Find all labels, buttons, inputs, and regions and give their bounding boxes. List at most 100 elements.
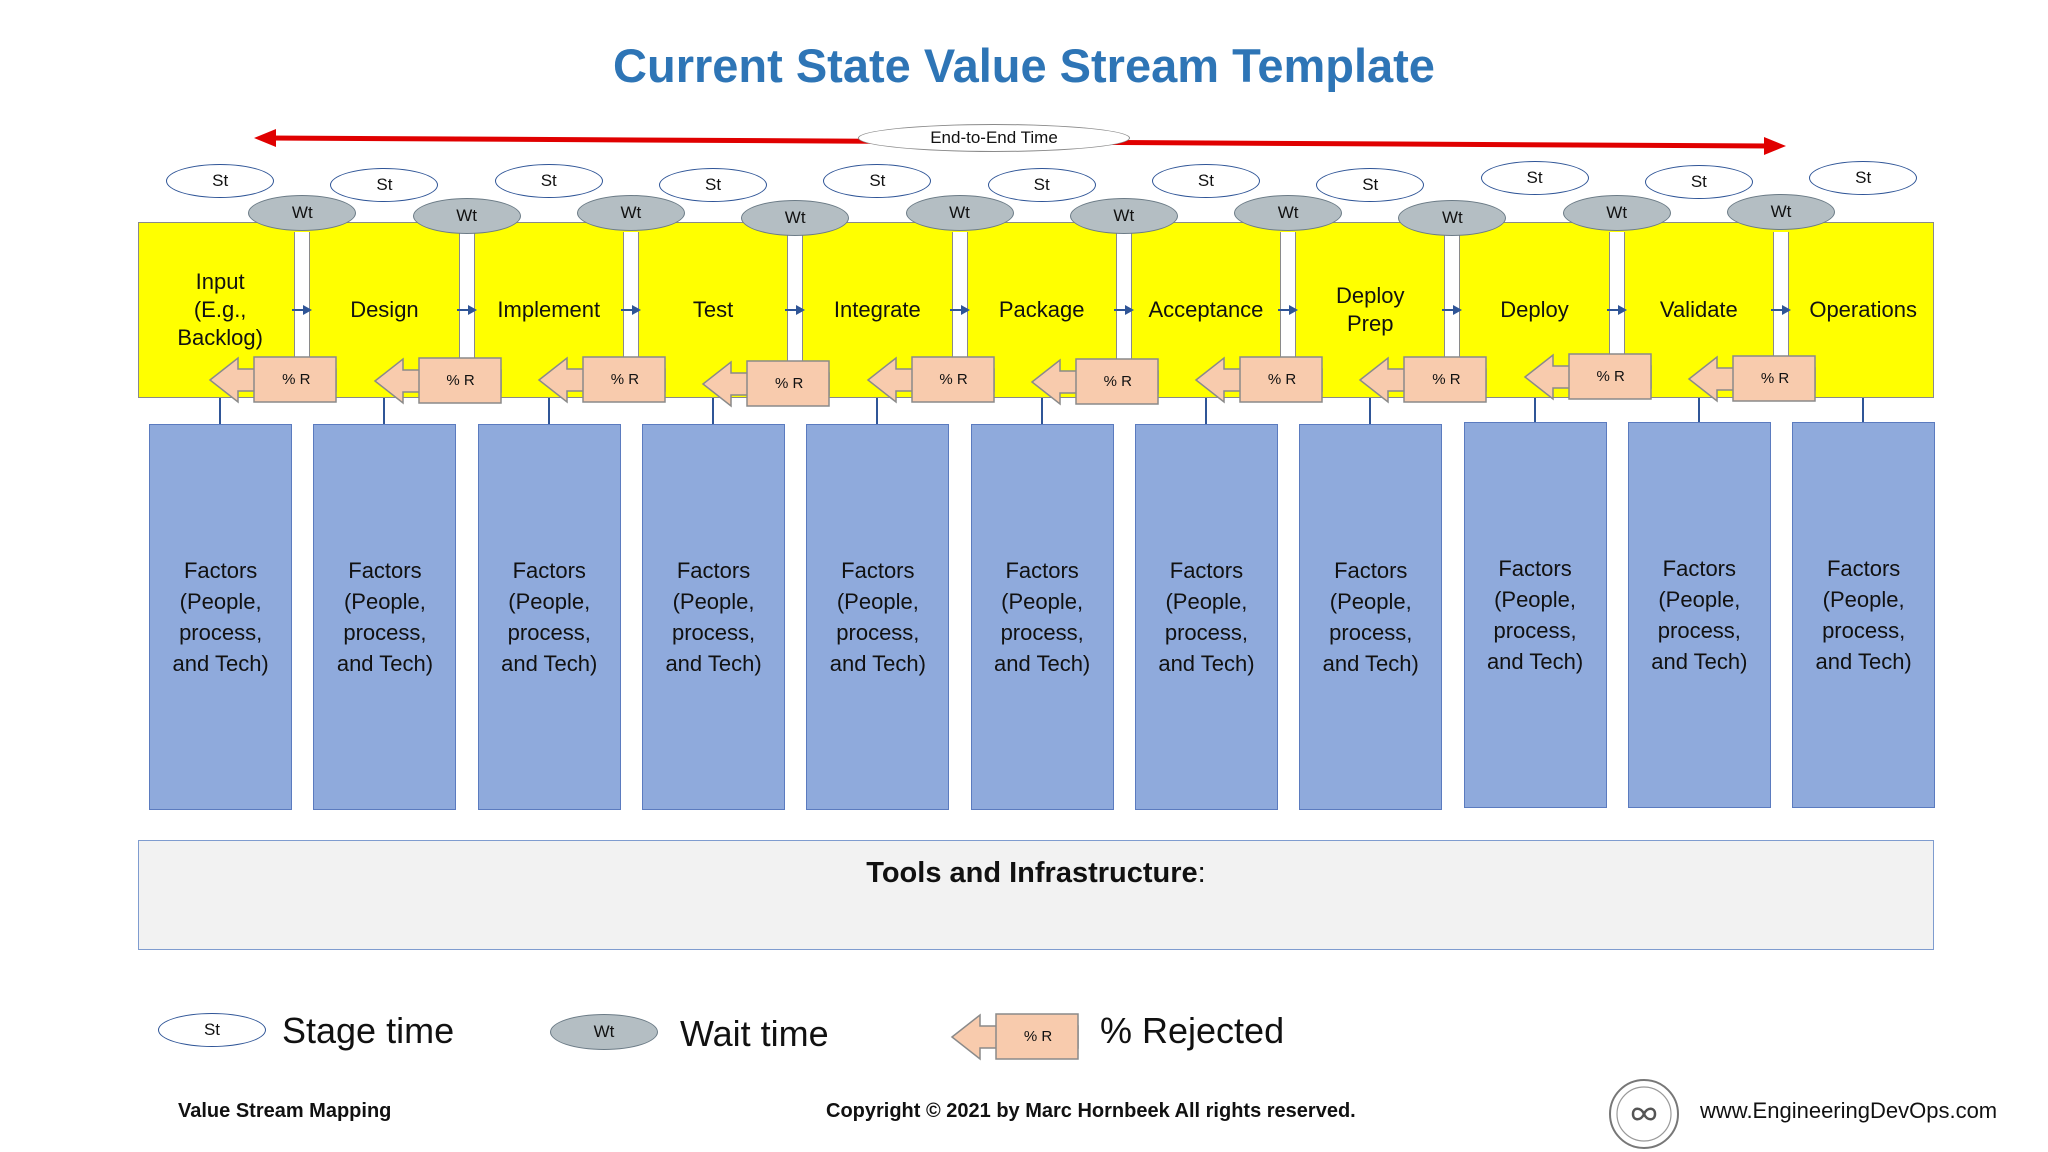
stage-label: Package bbox=[998, 297, 1085, 322]
stage-divider bbox=[294, 232, 311, 364]
factors-box: Factors(People,process,and Tech) bbox=[1299, 424, 1443, 810]
rejected-arrow-icon bbox=[701, 360, 830, 408]
rejected-arrow-icon bbox=[373, 357, 502, 405]
footer-copyright: Copyright © 2021 by Marc Hornbeek All ri… bbox=[826, 1100, 1356, 1122]
stage-divider bbox=[1444, 232, 1461, 364]
stage-time-oval: St bbox=[987, 168, 1096, 202]
engineering-devops-logo-icon bbox=[1609, 1079, 1679, 1149]
flow-arrow-icon bbox=[456, 305, 477, 315]
legend-stage-time-label: Stage time bbox=[282, 1010, 455, 1051]
wait-time-oval: Wt bbox=[248, 195, 357, 231]
wait-time-oval: Wt bbox=[412, 198, 521, 234]
factors-box: Factors(People,process,and Tech) bbox=[806, 424, 950, 810]
rejected-code: % R bbox=[446, 371, 475, 389]
rejected-arrow: % R bbox=[1687, 355, 1817, 403]
rejected-arrow: % R bbox=[208, 356, 338, 404]
flow-arrow-icon bbox=[1606, 305, 1627, 315]
factors-box: Factors(People,process,and Tech) bbox=[313, 424, 457, 810]
stage-time-oval: St bbox=[1644, 165, 1753, 199]
stage-factor-connector bbox=[1369, 398, 1372, 424]
stage-factor-connector bbox=[1204, 398, 1207, 424]
stage-label: Operations bbox=[1809, 297, 1917, 322]
flow-arrow-icon bbox=[1278, 305, 1299, 315]
stage-divider bbox=[458, 232, 475, 364]
factors-box: Factors(People,process,and Tech) bbox=[1792, 422, 1936, 808]
footer-website-link[interactable]: www.EngineeringDevOps.com bbox=[1700, 1098, 1998, 1123]
stage-time-oval: St bbox=[1316, 168, 1425, 202]
rejected-arrow: % R bbox=[537, 356, 667, 404]
stage-label: Integrate bbox=[833, 297, 921, 322]
rejected-arrow-icon bbox=[950, 1013, 1079, 1061]
rejected-arrow: % R bbox=[1358, 356, 1488, 404]
stage-divider bbox=[1608, 232, 1625, 364]
factors-box: Factors(People,process,and Tech) bbox=[1134, 424, 1278, 810]
rejected-code: % R bbox=[1267, 370, 1297, 388]
stage-factor-connector bbox=[219, 398, 222, 424]
rejected-code: % R bbox=[939, 370, 968, 388]
rejected-arrow-icon bbox=[1030, 358, 1159, 406]
rejected-arrow-icon bbox=[1687, 355, 1816, 403]
wait-time-oval: Wt bbox=[576, 195, 685, 231]
wait-time-oval: Wt bbox=[1562, 195, 1671, 231]
legend-rejected-code: % R bbox=[1023, 1027, 1053, 1045]
stage-divider bbox=[951, 232, 968, 364]
legend-stage-time-oval: St bbox=[158, 1013, 266, 1047]
factors-box: Factors(People,process,and Tech) bbox=[1463, 422, 1607, 808]
stage-label: Design bbox=[350, 297, 419, 322]
rejected-arrow-icon bbox=[1523, 353, 1652, 401]
tools-label: Tools and Infrastructure: bbox=[866, 857, 1206, 889]
stage-factor-connector bbox=[1533, 398, 1536, 422]
flow-arrow-icon bbox=[292, 305, 313, 315]
stage-factor-connector bbox=[712, 398, 715, 424]
stage-label: Validate bbox=[1659, 297, 1738, 322]
stage-label: Input(E.g.,Backlog) bbox=[177, 269, 263, 350]
legend-wait-time-label: Wait time bbox=[680, 1013, 829, 1054]
stage-time-oval: St bbox=[1151, 164, 1260, 198]
stage-factor-connector bbox=[383, 398, 386, 424]
rejected-code: % R bbox=[1432, 370, 1461, 388]
end-to-end-time-label: End-to-End Time bbox=[858, 124, 1130, 152]
tools-infrastructure-box: Tools and Infrastructure: bbox=[138, 840, 1934, 950]
flow-arrow-icon bbox=[785, 305, 806, 315]
stage-divider bbox=[622, 232, 639, 364]
stage-label: Acceptance bbox=[1148, 297, 1264, 322]
rejected-arrow: % R bbox=[373, 357, 503, 405]
stage-label: Deploy bbox=[1500, 297, 1569, 322]
rejected-code: % R bbox=[1596, 367, 1625, 385]
stage-time-oval: St bbox=[659, 168, 768, 202]
factors-box: Factors(People,process,and Tech) bbox=[970, 424, 1114, 810]
legend-rejected-label: % Rejected bbox=[1100, 1010, 1285, 1051]
rejected-code: % R bbox=[610, 370, 640, 388]
stage-divider bbox=[1280, 232, 1297, 364]
wait-time-oval: Wt bbox=[1398, 200, 1507, 236]
wait-time-oval: Wt bbox=[741, 200, 850, 236]
stage-label: Test bbox=[692, 297, 734, 322]
stage-factor-connector bbox=[547, 398, 550, 424]
rejected-arrow-icon bbox=[209, 356, 338, 404]
wait-time-oval: Wt bbox=[1069, 198, 1178, 234]
rejected-code: % R bbox=[775, 374, 804, 392]
flow-arrow-icon bbox=[1113, 305, 1134, 315]
wait-time-oval: Wt bbox=[1727, 194, 1835, 230]
flow-arrow-icon bbox=[620, 305, 641, 315]
stage-time-oval: St bbox=[1480, 161, 1589, 195]
stage-factor-connector bbox=[1862, 398, 1865, 422]
wait-time-oval: Wt bbox=[1234, 195, 1343, 231]
rejected-arrow: % R bbox=[1194, 356, 1324, 404]
rejected-arrow-icon bbox=[1194, 356, 1323, 404]
stage-time-oval: St bbox=[166, 164, 275, 198]
rejected-arrow-icon bbox=[866, 356, 995, 404]
rejected-code: % R bbox=[1760, 369, 1790, 387]
legend-wait-time-oval: Wt bbox=[550, 1014, 658, 1050]
factors-box: Factors(People,process,and Tech) bbox=[477, 424, 621, 810]
stage-time-oval: St bbox=[1809, 161, 1918, 195]
stage-factor-connector bbox=[1040, 398, 1043, 424]
stage-factor-connector bbox=[1697, 398, 1700, 422]
stage-divider bbox=[787, 232, 804, 364]
rejected-arrow-icon bbox=[1359, 356, 1488, 404]
rejected-code: % R bbox=[1103, 372, 1132, 390]
rejected-code: % R bbox=[282, 370, 311, 388]
stage-factor-connector bbox=[876, 398, 879, 424]
flow-arrow-icon bbox=[1771, 305, 1791, 315]
